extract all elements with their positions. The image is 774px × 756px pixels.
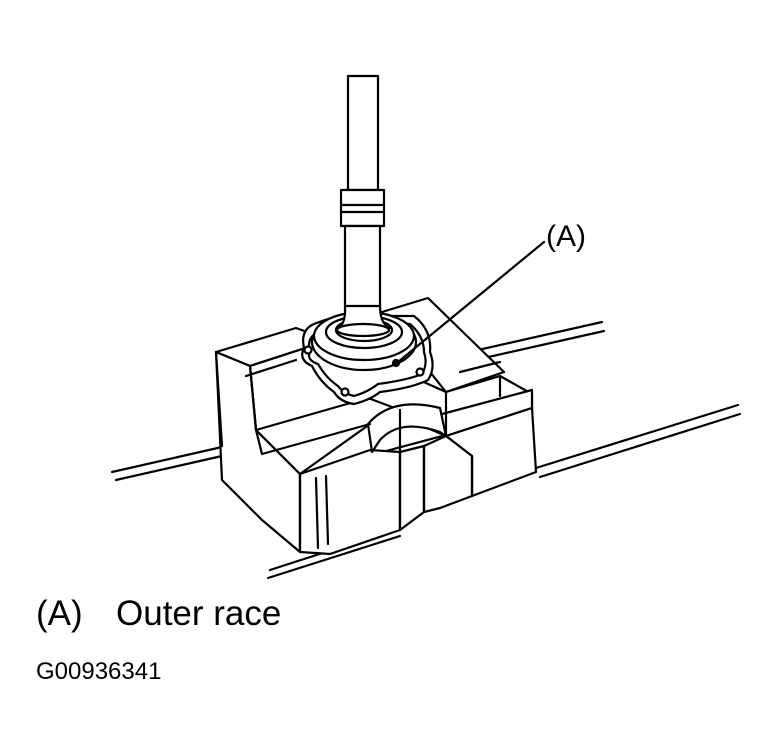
- flange-hole: [303, 345, 313, 355]
- press-fit-diagram: (A): [110, 74, 742, 580]
- legend-key: (A): [36, 594, 83, 633]
- support-block-details: [214, 350, 502, 554]
- figure-id: G00936341: [36, 658, 162, 685]
- flange-hole: [340, 387, 350, 397]
- callout-label-a: (A): [546, 220, 586, 253]
- legend: (A) Outer race: [36, 592, 281, 636]
- flange-hole: [415, 367, 425, 377]
- press-tool: [335, 74, 392, 338]
- press-bed-rails: [110, 320, 742, 580]
- callout-leader: [396, 240, 546, 364]
- legend-text: Outer race: [116, 594, 282, 633]
